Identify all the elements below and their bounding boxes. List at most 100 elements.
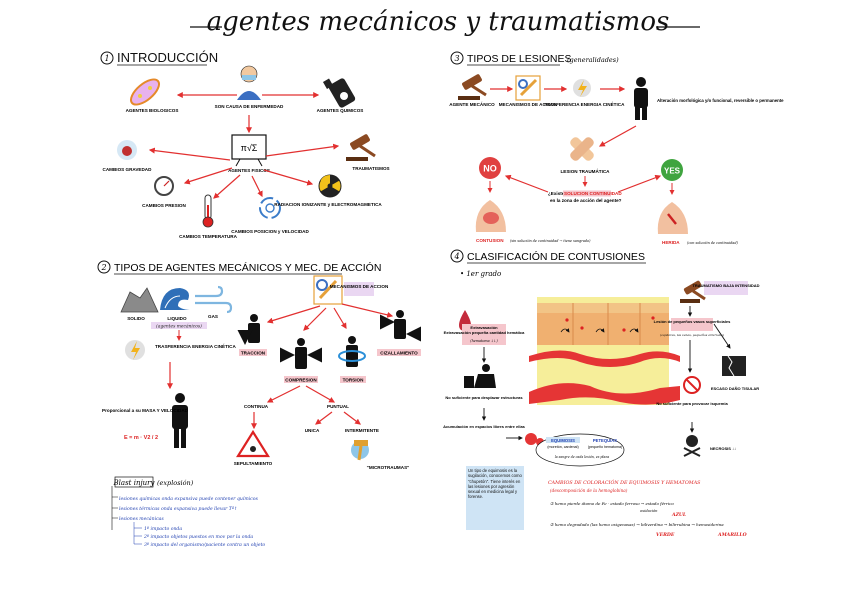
solido-label: SOLIDO [127,316,145,321]
causa-enfermedad-label: SON CAUSA DE ENFERMEDAD [215,104,284,109]
traccion-person-icon [237,314,260,345]
intermitente-label: INTERMITENTE [345,428,379,433]
no-suficiente-isquemia-label: No suficiente para provocar isquemia [656,401,728,406]
cambio-2: ② hemo degradado (las hemo oxigenasas) →… [550,522,724,527]
radiation-icon [318,174,342,198]
alteracion-label: Alteración morfológica y/o funcional, re… [657,98,784,103]
wave-icon [160,288,192,310]
compresion-person-icon [280,338,322,369]
mechanisms-icon-3 [515,75,541,101]
section-3-title: TIPOS DE LESIONES [467,53,571,65]
extravasacion-label: Extravasación pequeña cantidad hemática [444,330,525,335]
doctor-icon [237,65,261,100]
petequias-note: (pequeño hematoma) [588,445,622,449]
section-introduccion: 1 INTRODUCCIÓN AGENTES BIOLOGICOS SON CA… [100,50,390,239]
blast-note-4: 1º impacto onda [144,526,182,532]
compresion-label: COMPRESION [285,378,317,383]
svg-text:π√Σ: π√Σ [241,143,258,153]
question-pre: ¿Existe [548,191,565,196]
continua-label: CONTINUA [244,404,269,409]
agentes-mecanicos-note: (agentes mecánicos) [156,325,202,330]
proporcional-masa-label: Proporcional a su MASA Y VELOCIDAD [102,408,189,413]
energy-bolt-icon-3 [573,79,591,97]
rotation-arrows-icon [259,197,281,219]
cizallamiento-label: CIZALLAMIENTO [380,351,418,356]
torsion-person-icon [338,336,366,367]
lesion-traumatica-label: LESION TRAUMÁTICA [561,168,611,174]
azul-label: AZUL [671,512,686,518]
acumulacion-label: Acumulación en espacios libres entre ell… [443,424,526,429]
cambio-1: ① hemo pierde átomo de Fe · estado ferro… [550,501,674,506]
cambios-gravedad-label: CAMBIOS GRAVEDAD [103,167,153,172]
person-icon-3 [634,77,648,120]
sepultamiento-label: SEPULTAMIENTO [234,461,273,466]
cambios-coloracion-title: CAMBIOS DE COLORACIÓN DE EQUIMOSIS Y HEM… [548,478,701,486]
agentes-biologicos-label: AGENTES BIOLOGICOS [126,108,179,113]
blast-injury-note: (explosión) [157,479,194,487]
sugilacion-box [466,466,524,530]
cizallamiento-person-icon [380,310,421,342]
amarillo-label: AMARILLO [717,532,747,538]
traccion-label: TRACCION [241,351,266,356]
trasferencia-energia-label: TRASFERENCIA ENERGIA CINÉTICA [155,342,237,349]
bruised-arm-icon [475,200,506,232]
gavel-icon-3 [458,74,487,100]
person-pushing-icon [464,364,496,388]
agentes-quimicos-label: AGENTES QUIMICOS [317,108,364,113]
section-4-title: CLASIFICACIÓN DE CONTUSIONES [467,250,645,263]
blast-note-2: lesiones térmicas onda expansiva puede l… [119,505,238,512]
puntual-label: PUNTUAL [327,404,349,409]
herida-note: (con solución de continuidad) [687,241,739,245]
agente-mecanico-label: AGENTE MECÁNICO [449,101,495,107]
section-1-number: 1 [104,54,109,63]
no-vessel-icon [683,376,701,394]
agentes-fisicos-label: AGENTES FISICOS [228,168,270,173]
section-3-number: 3 [454,54,459,63]
section-clasificacion-contusiones: 4 CLASIFICACIÓN DE CONTUSIONES • 1er gra… [443,249,760,538]
mecanismos-accion-label-3: MECANISMOS DE ACCION [499,102,558,107]
section-2-title: TIPOS DE AGENTES MECÁNICOS Y MEC. DE ACC… [114,261,381,274]
rock-icon [120,287,159,313]
person-icon [172,393,188,448]
blast-note-5: 2º impacto objetos puestos en mov por la… [143,534,253,540]
section-1-title: INTRODUCCIÓN [117,50,218,65]
energy-bolt-icon [125,340,145,360]
no-suficiente-label: No suficiente para desplazar estructuras [445,395,523,400]
extravasacion-label-1: Extravasación [470,325,498,330]
blood-cells-icon [525,433,544,446]
bacteria-icon [129,78,161,106]
equimosis-note: (moretón, cardenal) [547,445,578,449]
necrosis-label: NECROSIS ↓↓ [710,446,736,451]
blast-note-1: lesiones químicas onda expansiva puede c… [119,495,258,502]
unica-label: UNICA [305,428,320,433]
section-4-number: 4 [453,252,459,261]
verde-label: VERDE [656,532,675,538]
tissue-layers-illustration [529,297,680,405]
cambios-coloracion-note: (descomposición de la hemoglobina) [550,488,628,493]
torsion-label: TORSION [343,378,365,383]
mechanisms-tools-icon [313,275,343,305]
energy-formula: E = m · V2 / 2 [124,435,158,441]
escaso-dano-label: ESCASO DAÑO TISULAR [711,386,759,391]
warning-triangle-icon [236,429,270,458]
skull-icon [683,435,701,457]
microtraumas-label: "MICROTRAUMAS" [367,465,410,470]
gas-label: GAS [208,314,218,319]
cambios-posicion-label: CAMBIOS POSICION y VELOCIDAD [231,229,309,234]
petequias-label: PETEQUIAS [593,438,617,443]
cambios-presion-label: CAMBIOS PRESION [142,203,186,208]
yes-label: YES [664,167,681,176]
thermometer-icon [202,194,214,228]
trasferencia-energia-label-3: TRASFERENCIA ENERGIA CINÉTICA [544,100,626,107]
equimosis-label: EQUIMOSIS [551,438,575,443]
question-post: en la zona de acción del agente? [550,198,622,203]
bandage-icon [570,137,594,161]
section-tipos-agentes: 2 TIPOS DE AGENTES MECÁNICOS Y MEC. DE A… [97,260,421,548]
page-title: agentes mecánicos y traumatismos [207,7,670,37]
primer-grado-label: • 1er grado [460,270,501,278]
radiacion-label: RADIACION IONIZANTE y ELECTROMAGMETICA [274,202,382,207]
contusion-label: CONTUSION [476,238,504,243]
lesion-vasos-label: Lesión de pequeños vasos superficiales [654,319,731,324]
contusion-note: (sin solución de continuidad → tiene san… [510,239,591,243]
